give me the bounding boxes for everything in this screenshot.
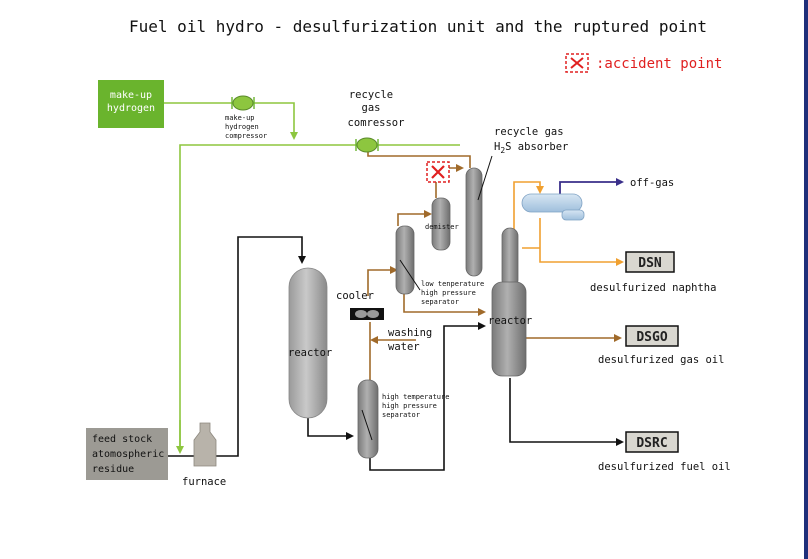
ht-hp-separator: high temperature high pressure separator bbox=[357, 379, 449, 459]
reactor-to-ht-separator-line bbox=[307, 418, 354, 440]
washing-water-label-1: washing bbox=[388, 327, 432, 339]
recycle-compressor-label-3: comressor bbox=[348, 117, 405, 129]
ht-separator-label-1: high temperature bbox=[382, 393, 449, 401]
accident-point-legend-icon bbox=[565, 53, 589, 73]
frame-edge bbox=[804, 0, 808, 559]
offgas-label: off-gas bbox=[630, 177, 674, 189]
feed-stock-box: feed stock atomospheric residue bbox=[86, 428, 168, 480]
absorber-to-compressor-line bbox=[367, 148, 471, 168]
lt-separator-to-reactor-line bbox=[403, 290, 486, 316]
cooler: cooler bbox=[336, 290, 384, 320]
drum-to-dsn-line bbox=[539, 218, 624, 266]
reactor-left: reactor bbox=[288, 267, 332, 419]
product-dsgo: DSGO desulfurized gas oil bbox=[598, 325, 724, 366]
lt-hp-separator: low tenperature high pressure separator bbox=[395, 225, 484, 306]
makeup-hydrogen-label-1: make-up bbox=[110, 90, 152, 101]
accident-point-marker bbox=[426, 161, 450, 183]
product-dsrc: DSRC desulfurized fuel oil bbox=[598, 431, 731, 473]
reactor-left-label: reactor bbox=[288, 347, 332, 359]
feed-stock-label-2: atomospheric bbox=[92, 449, 164, 460]
hydrogen-lines bbox=[164, 102, 460, 450]
recycle-compressor-label-2: gas bbox=[362, 102, 381, 114]
recycle-gas-compressor: recycle gas comressor bbox=[348, 89, 405, 153]
cooler-to-lt-separator-line bbox=[367, 266, 398, 296]
hydrogen-header-line bbox=[179, 144, 356, 450]
furnace: furnace bbox=[182, 422, 226, 488]
product-dsn-label: desulfurized naphtha bbox=[590, 282, 716, 294]
lt-separator-label-1: low tenperature bbox=[421, 280, 484, 288]
lt-separator-leader-line bbox=[399, 259, 421, 291]
offgas-drum: off-gas bbox=[521, 177, 674, 221]
main-process-lines bbox=[168, 236, 624, 471]
legend: :accident point bbox=[565, 53, 722, 73]
diagram-title: Fuel oil hydro - desulfurization unit an… bbox=[129, 17, 707, 36]
makeup-compressor: make-up hydrogen compressor bbox=[225, 95, 267, 140]
ht-separator-label-3: separator bbox=[382, 411, 420, 419]
makeup-compressor-label-1: make-up bbox=[225, 114, 255, 122]
demister: demister bbox=[425, 197, 459, 251]
ht-separator-label-2: high pressure bbox=[382, 402, 437, 410]
makeup-hydrogen-label-2: hydrogen bbox=[107, 103, 155, 114]
reactor-to-dsrc-line bbox=[509, 378, 624, 446]
reactor-right: reactor bbox=[488, 227, 532, 377]
lt-separator-to-demister-line bbox=[397, 210, 432, 226]
product-dsgo-code: DSGO bbox=[636, 330, 667, 345]
offgas-line bbox=[559, 178, 624, 196]
reactor-to-offgas-drum-line bbox=[513, 181, 544, 232]
makeup-hydrogen-box: make-up hydrogen bbox=[98, 80, 164, 128]
product-dsn-code: DSN bbox=[638, 256, 662, 271]
lt-separator-label-3: separator bbox=[421, 298, 459, 306]
product-dsrc-code: DSRC bbox=[636, 436, 667, 451]
recycle-compressor-label-1: recycle bbox=[349, 89, 393, 101]
furnace-icon bbox=[193, 422, 217, 467]
feed-stock-label-1: feed stock bbox=[92, 434, 152, 445]
feed-stock-label-3: residue bbox=[92, 464, 134, 475]
ht-separator-leader-line bbox=[361, 409, 373, 441]
makeup-to-header-line bbox=[254, 102, 298, 140]
furnace-to-reactor-line bbox=[168, 236, 306, 457]
legend-label: :accident point bbox=[596, 56, 722, 72]
lt-separator-label-2: high pressure bbox=[421, 289, 476, 297]
product-dsgo-label: desulfurized gas oil bbox=[598, 354, 724, 366]
absorber-label-1: recycle gas bbox=[494, 126, 564, 138]
ht-separator-to-reactor-line bbox=[369, 322, 486, 471]
makeup-compressor-label-2: hydrogen bbox=[225, 123, 259, 131]
makeup-compressor-label-3: compressor bbox=[225, 132, 267, 140]
absorber-label-2: H2S absorber bbox=[494, 141, 568, 155]
cooler-label: cooler bbox=[336, 290, 374, 302]
reactor-right-label: reactor bbox=[488, 315, 532, 327]
accident-cross-icon bbox=[570, 57, 584, 69]
brown-lines bbox=[367, 148, 622, 380]
furnace-label: furnace bbox=[182, 476, 226, 488]
demister-label: demister bbox=[425, 223, 459, 231]
h2s-absorber: recycle gas H2S absorber bbox=[465, 126, 568, 277]
orange-lines bbox=[513, 181, 624, 266]
product-dsn: DSN desulfurized naphtha bbox=[590, 251, 716, 294]
absorber-leader-line bbox=[477, 155, 493, 201]
product-dsrc-label: desulfurized fuel oil bbox=[598, 461, 731, 473]
washing-water-label-2: water bbox=[388, 341, 420, 353]
